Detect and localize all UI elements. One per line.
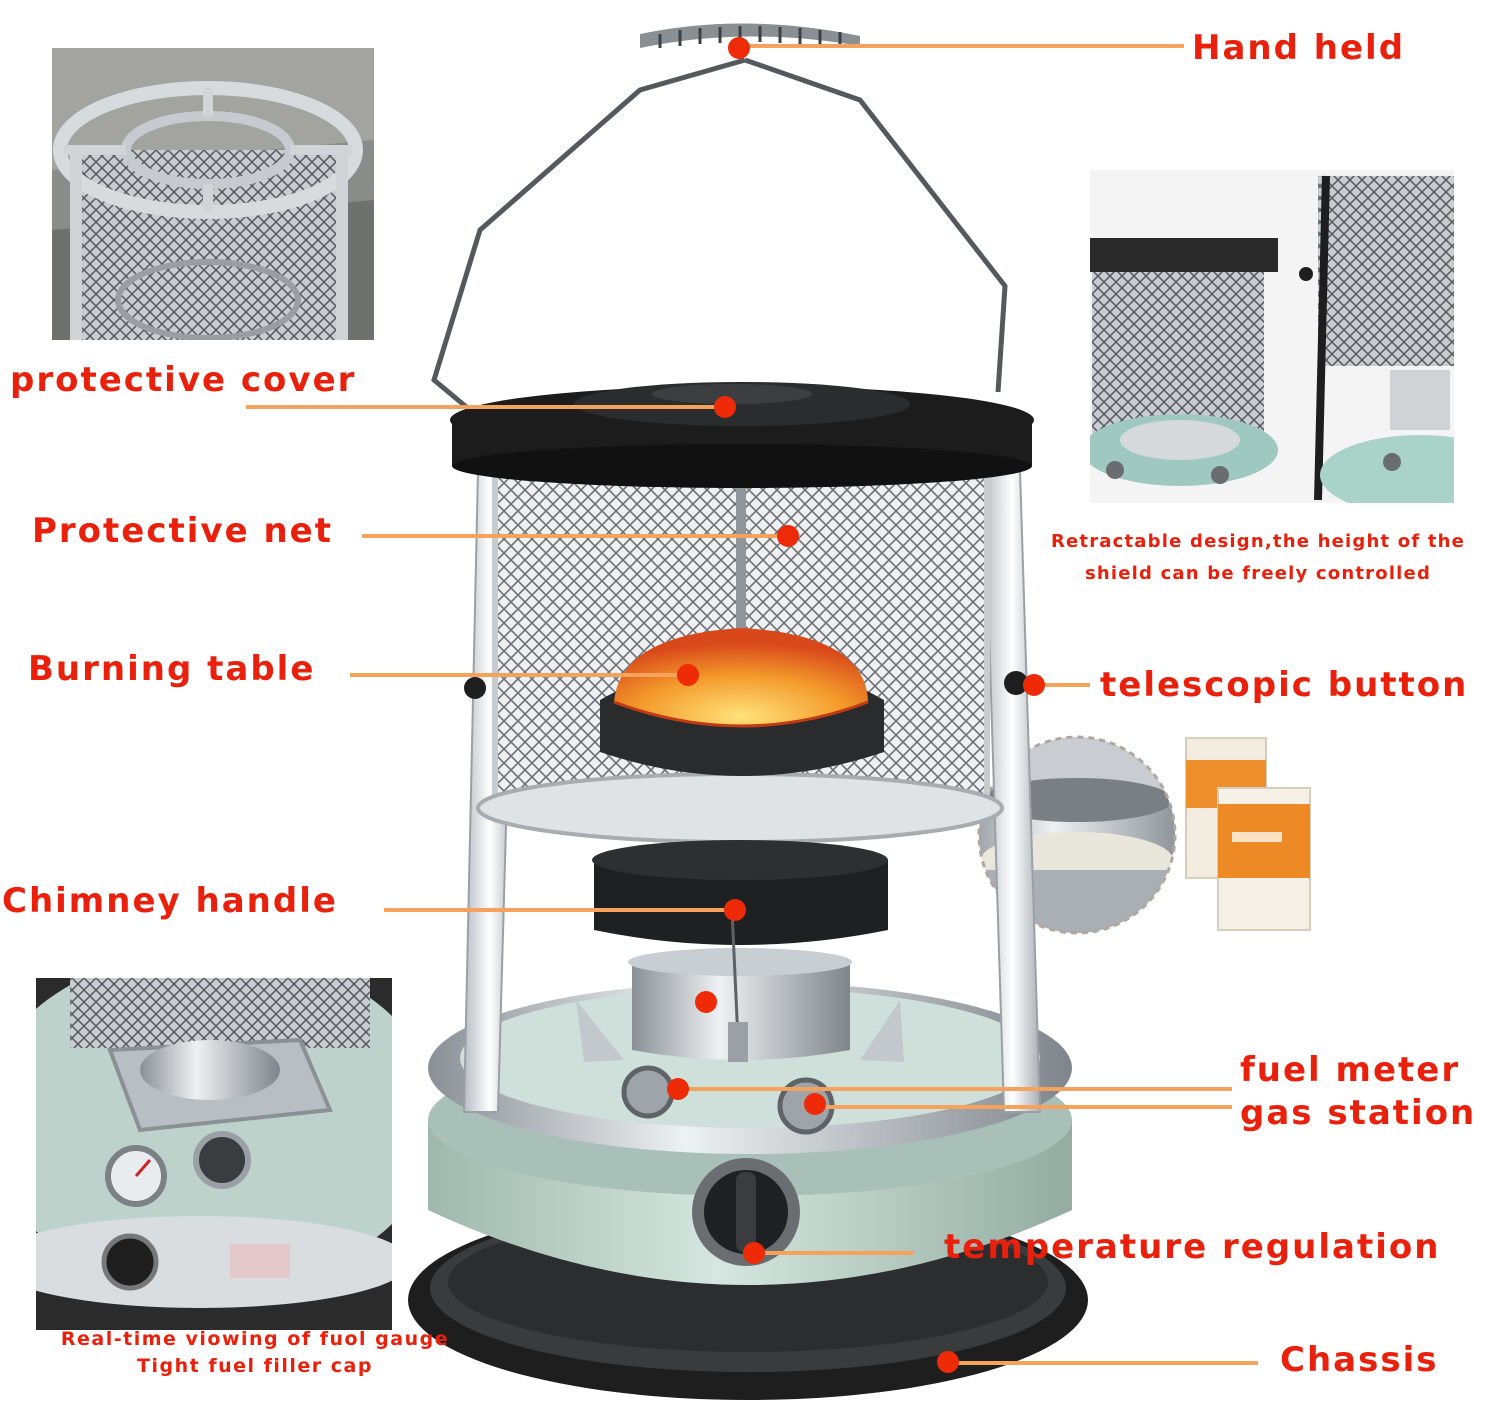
- note-retractable-line1: Retractable design,the height of the: [1050, 531, 1466, 552]
- note-fuel-gauge-line1: Real-time viowing of fuol gauge: [60, 1328, 450, 1350]
- marker-dot-gas-station: [804, 1093, 826, 1115]
- label-hand-held: Hand held: [1192, 28, 1406, 68]
- note-retractable-line2: shield can be freely controlled: [1084, 563, 1432, 584]
- cover-inset-photo: [52, 48, 374, 340]
- label-protective-cover: protective cover: [10, 360, 357, 400]
- label-temperature-regulation: temperature regulation: [944, 1227, 1441, 1267]
- marker-dot-temperature-regulation: [743, 1242, 765, 1264]
- note-fuel-gauge: Real-time viowing of fuol gauge Tight fu…: [20, 1330, 490, 1376]
- marker-dot-chassis: [937, 1351, 959, 1373]
- marker-dot-fuel-meter: [667, 1078, 689, 1100]
- retractable-inset-photo: [1090, 170, 1454, 503]
- label-protective-net: Protective net: [32, 511, 333, 551]
- heater-main: [408, 23, 1088, 1400]
- marker-dot-hand-held: [728, 37, 750, 59]
- marker-dots: [667, 37, 1045, 1373]
- label-burning-table: Burning table: [28, 649, 316, 689]
- marker-dot-chimney-handle: [724, 899, 746, 921]
- label-telescopic-button: telescopic button: [1100, 665, 1469, 705]
- note-fuel-gauge-line2: Tight fuel filler cap: [137, 1355, 373, 1377]
- marker-dot-burning-table: [677, 664, 699, 686]
- marker-dot-burner: [695, 991, 717, 1013]
- wick-packets: [1185, 737, 1311, 931]
- note-retractable: Retractable design,the height of the shi…: [1016, 533, 1500, 583]
- marker-dot-protective-net: [777, 525, 799, 547]
- fuel-gauge-inset-photo: [36, 978, 392, 1330]
- marker-dot-protective-cover: [714, 396, 736, 418]
- label-gas-station: gas station: [1240, 1093, 1477, 1133]
- marker-dot-telescopic-button: [1023, 674, 1045, 696]
- label-chassis: Chassis: [1280, 1340, 1439, 1380]
- label-chimney-handle: Chimney handle: [2, 881, 338, 921]
- label-fuel-meter: fuel meter: [1240, 1050, 1461, 1090]
- leader-lines: [246, 44, 1258, 1365]
